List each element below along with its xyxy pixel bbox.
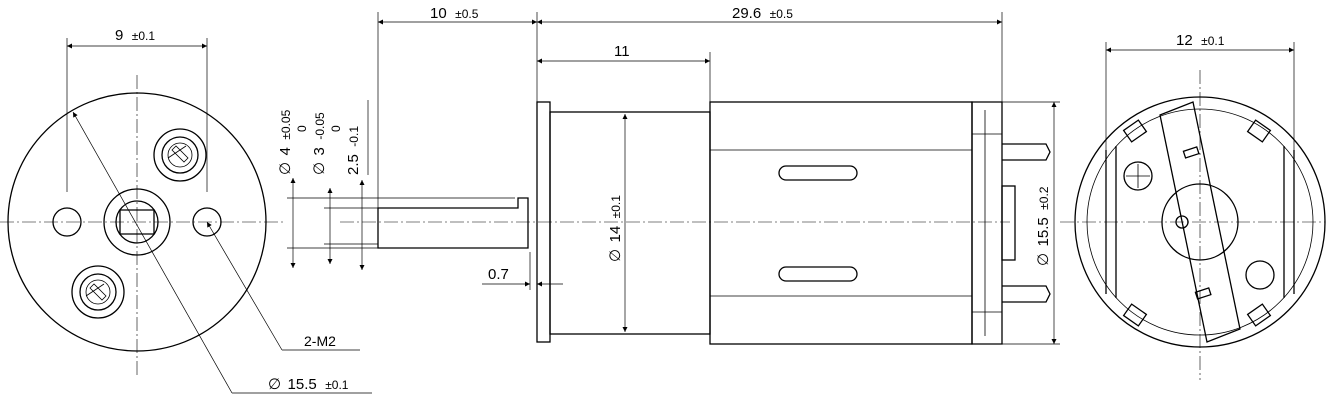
gearbox-length-label: 11 — [614, 43, 630, 60]
body-length-label: 29.6 ±0.5 — [732, 5, 793, 22]
flat-diameter-label: ∅ 3 -0.05 — [311, 112, 328, 175]
rear-hole — [1245, 260, 1275, 290]
motor-diameter-label: ∅ 15.5 ±0.2 — [1035, 186, 1052, 266]
end-cap — [971, 101, 1003, 345]
terminal-bottom — [1002, 285, 1051, 303]
shaft-diameter-lower-tol: 0 — [295, 125, 309, 132]
shaft-flat-square — [119, 209, 155, 235]
vent-slot-top — [778, 165, 858, 181]
rear-spacing-label: 12 ±0.1 — [1176, 32, 1225, 49]
front-slot-spacing-label: 9 ±0.1 — [115, 27, 155, 44]
shaft-length-label: 10 ±0.5 — [430, 5, 479, 22]
front-hub-outer — [103, 188, 171, 256]
rear-clip-tr — [1246, 119, 1272, 143]
flat-depth-label: 2.5 -0.1 — [345, 126, 362, 175]
brush-housing — [1001, 185, 1016, 261]
terminal-top — [1002, 143, 1051, 161]
gearbox-body — [549, 111, 711, 335]
rear-clip-br — [1246, 303, 1272, 327]
rear-boss-hole — [1175, 215, 1189, 229]
top-screw — [153, 128, 207, 182]
front-outer-circle — [7, 92, 267, 352]
rear-screw — [1123, 161, 1153, 191]
bottom-screw — [71, 265, 125, 319]
rear-view: 12 ±0.1 — [1060, 32, 1326, 380]
flat-diameter-lower-tol: 0 — [329, 125, 343, 132]
vent-slot-bottom — [778, 266, 858, 282]
rear-brush-band — [1159, 101, 1241, 343]
left-hole — [52, 207, 82, 237]
shaft-diameter-label: ∅ 4 ±0.05 — [277, 109, 294, 175]
motor-body — [709, 101, 973, 345]
side-view: 10 ±0.5 29.6 ±0.5 11 ∅ 4 ±0.05 0 ∅ 3 — [277, 5, 1060, 345]
front-hub-inner — [115, 200, 159, 244]
rear-terminal-bottom — [1194, 287, 1212, 300]
rear-terminal-top — [1182, 146, 1200, 159]
flange-thickness-label: 0.7 — [488, 266, 509, 283]
rear-clip-bl — [1122, 303, 1148, 327]
front-view: 9 ±0.1 ∅ 15.5 ±0.1 2-M2 — [0, 27, 372, 394]
rear-outer-circle — [1074, 96, 1326, 348]
mount-thread-label: 2-M2 — [304, 333, 336, 349]
rear-boss — [1161, 183, 1239, 261]
rear-clip-tl — [1122, 119, 1148, 143]
gearbox-diameter-label: ∅ 14 ±0.1 — [607, 195, 624, 262]
rear-inner-circle — [1086, 108, 1314, 336]
front-outer-diameter-label: ∅ 15.5 ±0.1 — [268, 376, 349, 393]
output-shaft — [377, 197, 529, 249]
right-hole — [192, 207, 222, 237]
